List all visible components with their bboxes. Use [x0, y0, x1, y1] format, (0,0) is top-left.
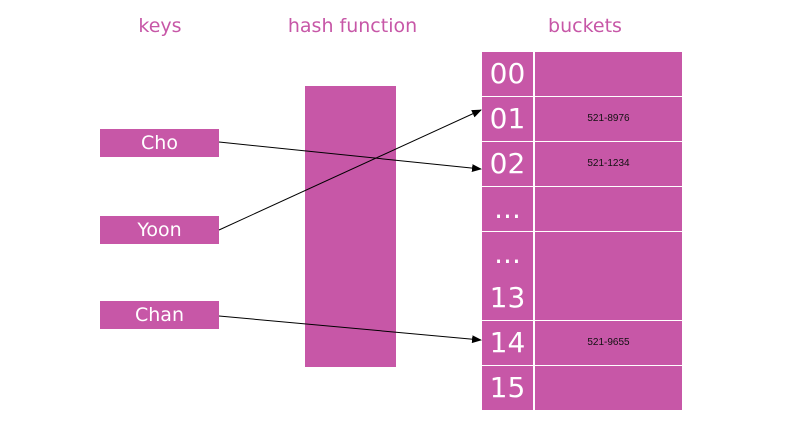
- bucket-divider: [533, 321, 535, 365]
- bucket-row: 01 521-8976: [482, 97, 682, 141]
- bucket-row: ...: [482, 232, 682, 276]
- bucket-value: [535, 52, 682, 96]
- hash-function-box: [305, 86, 396, 367]
- bucket-divider: [533, 142, 535, 186]
- bucket-index: 14: [489, 326, 526, 359]
- bucket-index: 02: [489, 147, 526, 180]
- buckets-heading: buckets: [548, 15, 622, 37]
- bucket-value: 521-8976: [587, 113, 630, 124]
- bucket-index: 13: [489, 281, 526, 314]
- bucket-row: 14 521-9655: [482, 321, 682, 365]
- key-yoon: Yoon: [100, 216, 219, 244]
- bucket-divider: [533, 187, 535, 231]
- bucket-divider: [533, 366, 535, 410]
- bucket-divider: [533, 52, 535, 96]
- bucket-value: 521-1234: [587, 158, 630, 169]
- key-cho: Cho: [100, 129, 219, 157]
- hash-function-heading: hash function: [287, 15, 418, 37]
- bucket-value: 521-9655: [587, 337, 630, 348]
- bucket-value: [535, 276, 682, 320]
- bucket-row: 15: [482, 366, 682, 410]
- bucket-index: 01: [489, 102, 526, 135]
- bucket-row: 13: [482, 276, 682, 320]
- bucket-divider: [533, 232, 535, 276]
- bucket-index: 00: [489, 57, 526, 90]
- keys-heading: keys: [138, 15, 182, 37]
- bucket-index: ...: [494, 237, 521, 270]
- bucket-value: [535, 187, 682, 231]
- bucket-index: ...: [494, 192, 521, 225]
- key-chan: Chan: [100, 301, 219, 329]
- bucket-divider: [533, 276, 535, 320]
- bucket-value: [535, 366, 682, 410]
- bucket-table: 00 01 521-8976 02 521-1234 ... ... 13 14…: [482, 52, 682, 410]
- bucket-row: ...: [482, 187, 682, 231]
- bucket-value: [535, 232, 682, 276]
- bucket-index: 15: [489, 371, 526, 404]
- bucket-row: 00: [482, 52, 682, 96]
- bucket-row: 02 521-1234: [482, 142, 682, 186]
- bucket-divider: [533, 97, 535, 141]
